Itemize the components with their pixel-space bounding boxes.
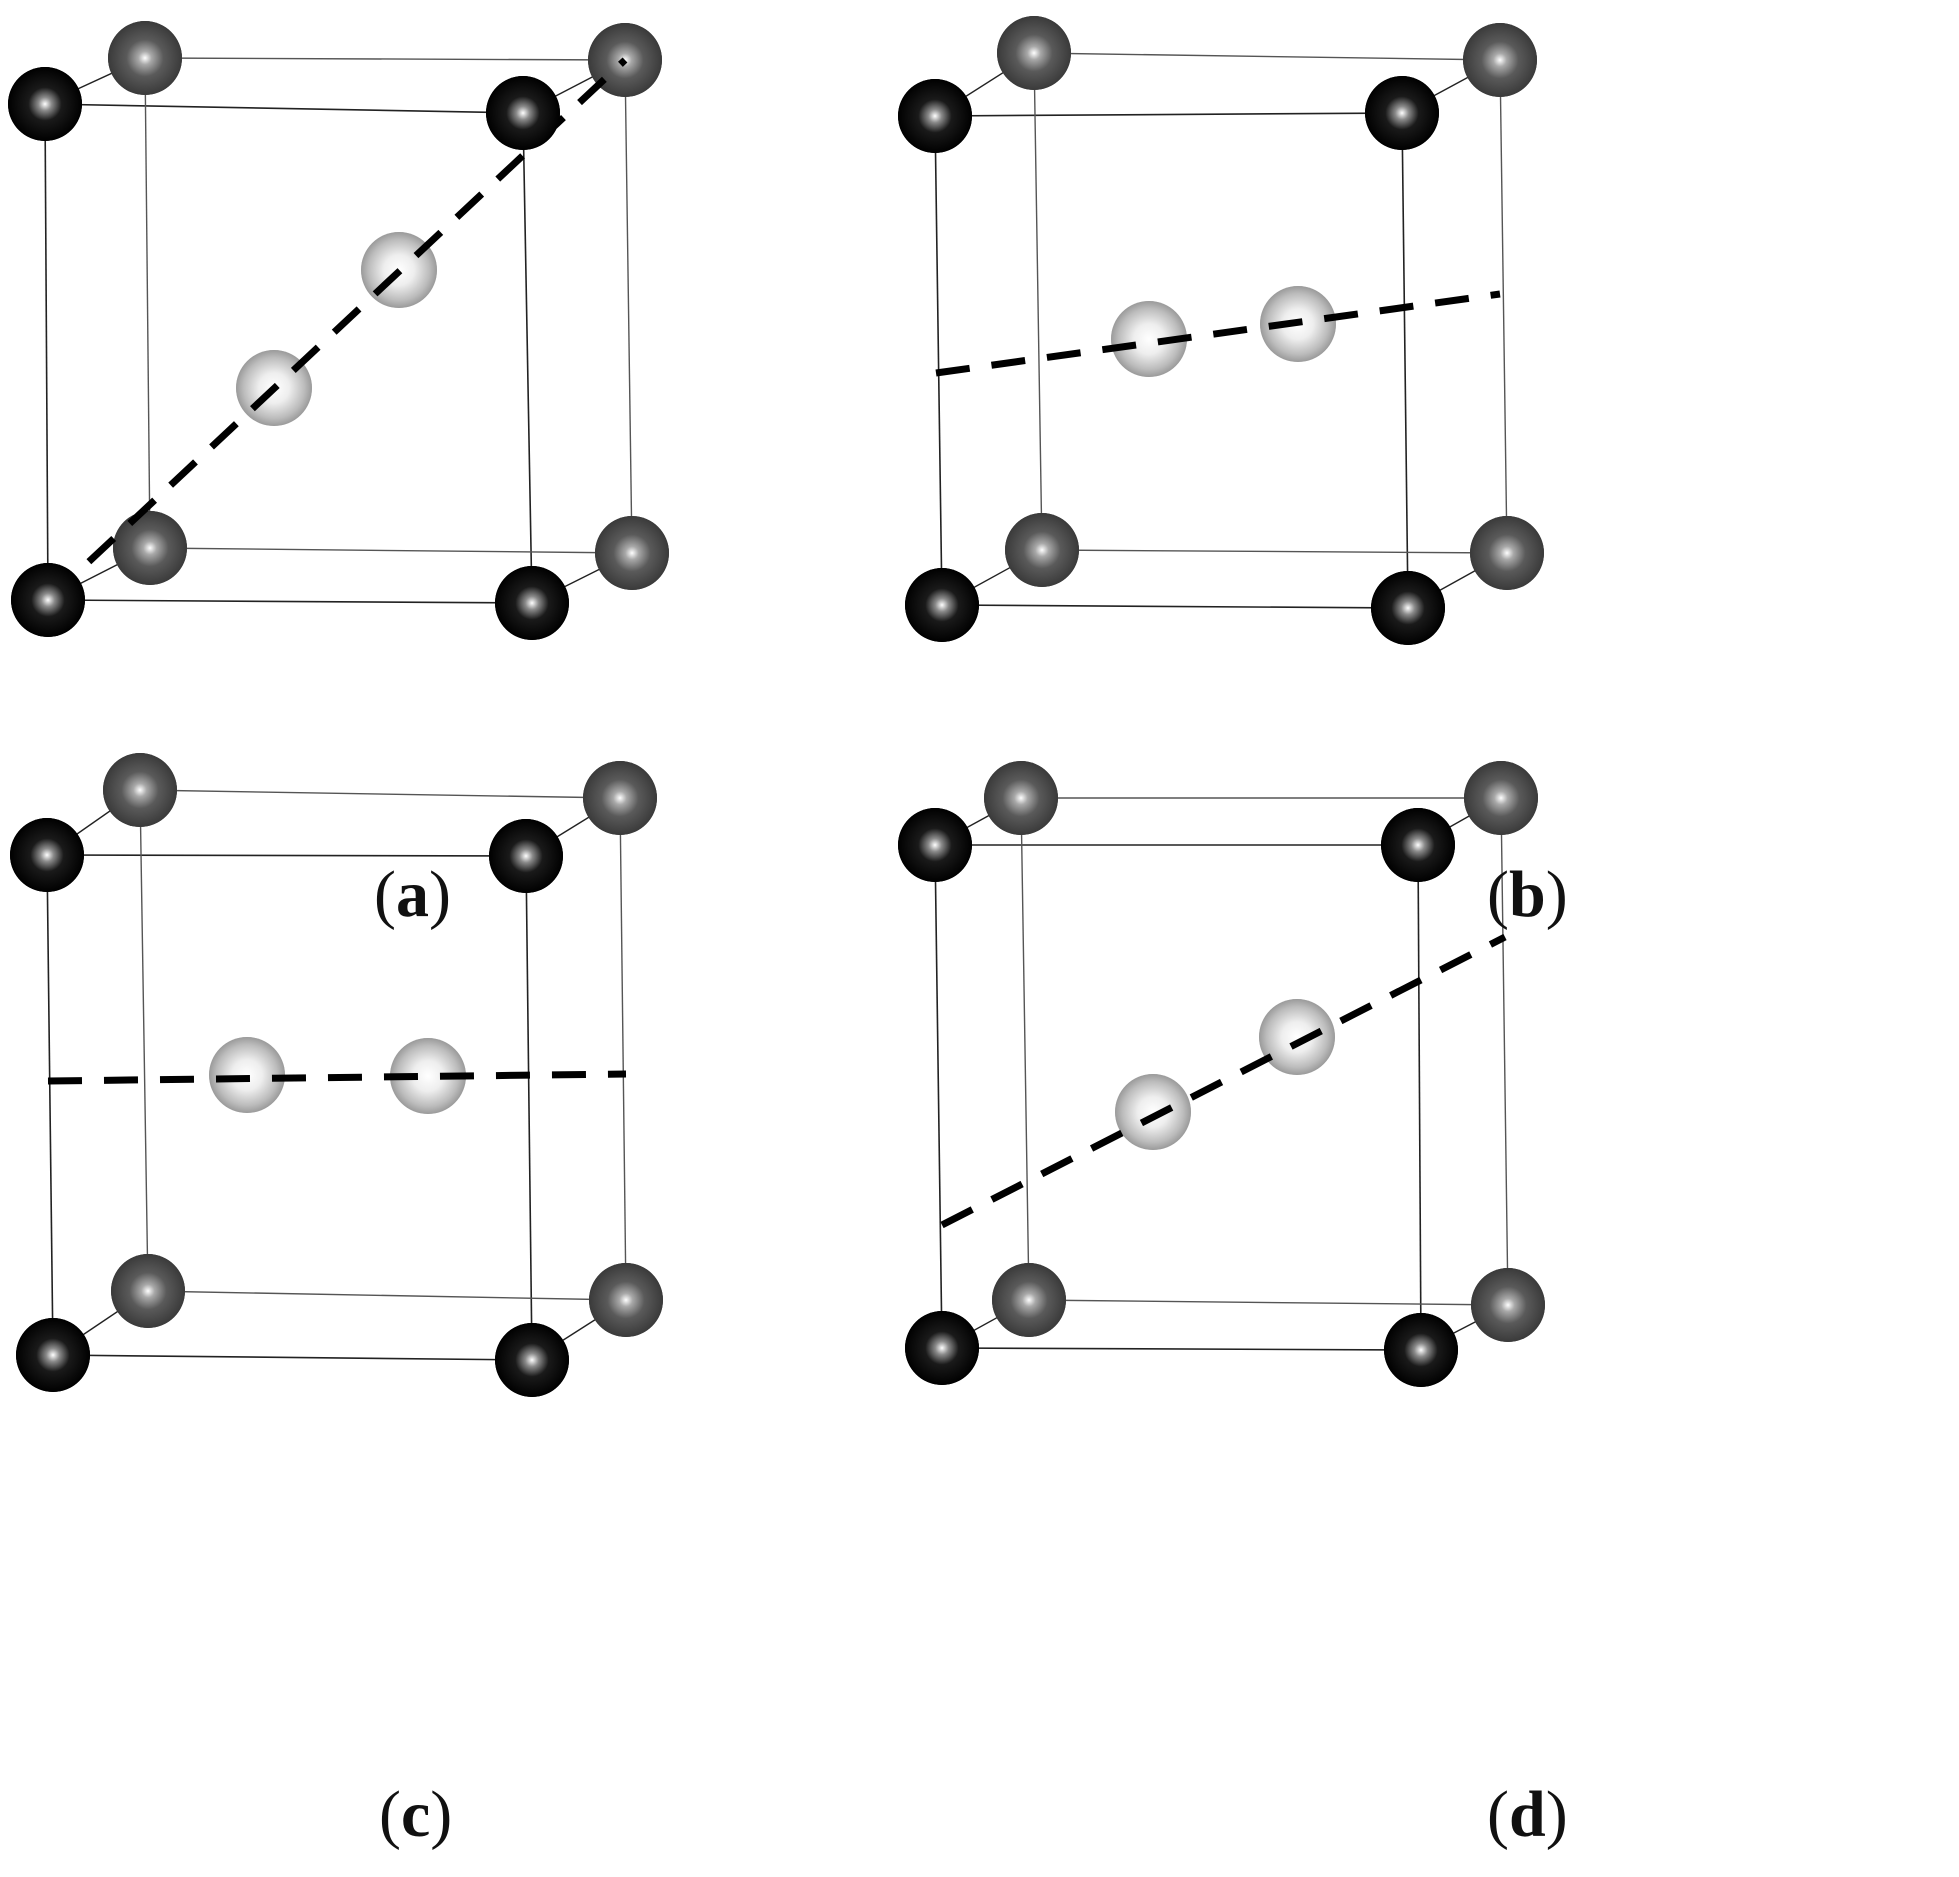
panel-a-unit-cell bbox=[8, 21, 669, 640]
front-corner-atom bbox=[8, 67, 82, 141]
back-corner-atom bbox=[1470, 516, 1544, 590]
front-corner-atom bbox=[16, 1318, 90, 1392]
back-corner-atom bbox=[103, 753, 177, 827]
front-corner-atom bbox=[10, 818, 84, 892]
cell-edge bbox=[1033, 52, 1043, 551]
panel-b-unit-cell bbox=[898, 16, 1544, 645]
cell-edge bbox=[934, 112, 1403, 117]
cell-edge bbox=[47, 599, 533, 604]
cell-edge bbox=[1417, 844, 1422, 1351]
front-corner-atom bbox=[1371, 571, 1445, 645]
cell-edge bbox=[144, 57, 626, 61]
front-corner-atom bbox=[905, 568, 979, 642]
cell-edge bbox=[522, 112, 533, 604]
back-corner-atom bbox=[589, 1263, 663, 1337]
front-corner-atom bbox=[486, 76, 560, 150]
panel-label-d: (d) bbox=[1487, 1778, 1568, 1851]
panel-label-a: (a) bbox=[374, 858, 451, 931]
back-corner-atom bbox=[1464, 761, 1538, 835]
front-corner-atom bbox=[495, 1323, 569, 1397]
cell-edge bbox=[525, 855, 533, 1361]
front-corner-atom bbox=[898, 79, 972, 153]
dashed-line bbox=[940, 933, 1507, 1229]
back-corner-atom bbox=[111, 1254, 185, 1328]
back-corner-atom bbox=[984, 761, 1058, 835]
front-corner-atom bbox=[1384, 1313, 1458, 1387]
interior-atom bbox=[390, 1038, 466, 1114]
interior-atom bbox=[1111, 301, 1187, 377]
cell-edge bbox=[44, 103, 49, 601]
cell-edge bbox=[934, 844, 943, 1349]
dashed-line bbox=[47, 1070, 627, 1085]
front-corner-atom bbox=[495, 566, 569, 640]
cell-edge bbox=[147, 1290, 627, 1301]
cell-edge bbox=[139, 789, 621, 799]
back-corner-atom bbox=[108, 21, 182, 95]
cell-edge bbox=[934, 115, 943, 606]
cell-edge bbox=[46, 854, 527, 857]
front-corner-atom bbox=[1381, 808, 1455, 882]
back-corner-atom bbox=[997, 16, 1071, 90]
cell-edge bbox=[52, 1354, 533, 1361]
front-corner-atom bbox=[11, 563, 85, 637]
back-corner-atom bbox=[113, 511, 187, 585]
panel-c-unit-cell bbox=[10, 753, 663, 1397]
back-corner-atom bbox=[595, 516, 669, 590]
cell-edge bbox=[139, 789, 149, 1292]
back-corner-atom bbox=[1471, 1268, 1545, 1342]
cell-edge bbox=[1500, 797, 1509, 1306]
cell-edge bbox=[1033, 52, 1501, 61]
interior-atom bbox=[1115, 1074, 1191, 1150]
panel-label-c: (c) bbox=[379, 1778, 453, 1851]
dashed-line bbox=[45, 57, 628, 603]
panel-label-b: (b) bbox=[1487, 858, 1568, 931]
cell-edge bbox=[1499, 59, 1508, 554]
cell-edge bbox=[1041, 549, 1508, 554]
back-corner-atom bbox=[583, 761, 657, 835]
front-corner-atom bbox=[1365, 76, 1439, 150]
front-corner-atom bbox=[905, 1311, 979, 1385]
cell-edge bbox=[1401, 112, 1409, 609]
cell-edge bbox=[941, 1347, 1422, 1351]
back-corner-atom bbox=[1463, 23, 1537, 97]
cell-edge bbox=[1020, 797, 1030, 1301]
back-corner-atom bbox=[1005, 513, 1079, 587]
front-corner-atom bbox=[489, 819, 563, 893]
cell-edge bbox=[149, 547, 633, 554]
cell-edge bbox=[44, 103, 524, 114]
cell-edge bbox=[1028, 1299, 1509, 1306]
panel-d-unit-cell bbox=[898, 761, 1545, 1387]
cell-edge bbox=[144, 57, 151, 549]
cell-edge bbox=[624, 59, 633, 554]
back-corner-atom bbox=[992, 1263, 1066, 1337]
interior-atom bbox=[1259, 999, 1335, 1075]
cell-edge bbox=[619, 797, 627, 1301]
front-corner-atom bbox=[898, 808, 972, 882]
cell-edge bbox=[46, 854, 54, 1356]
cell-edge bbox=[941, 604, 1409, 609]
interior-atom bbox=[209, 1037, 285, 1113]
dashed-line bbox=[935, 290, 1501, 377]
